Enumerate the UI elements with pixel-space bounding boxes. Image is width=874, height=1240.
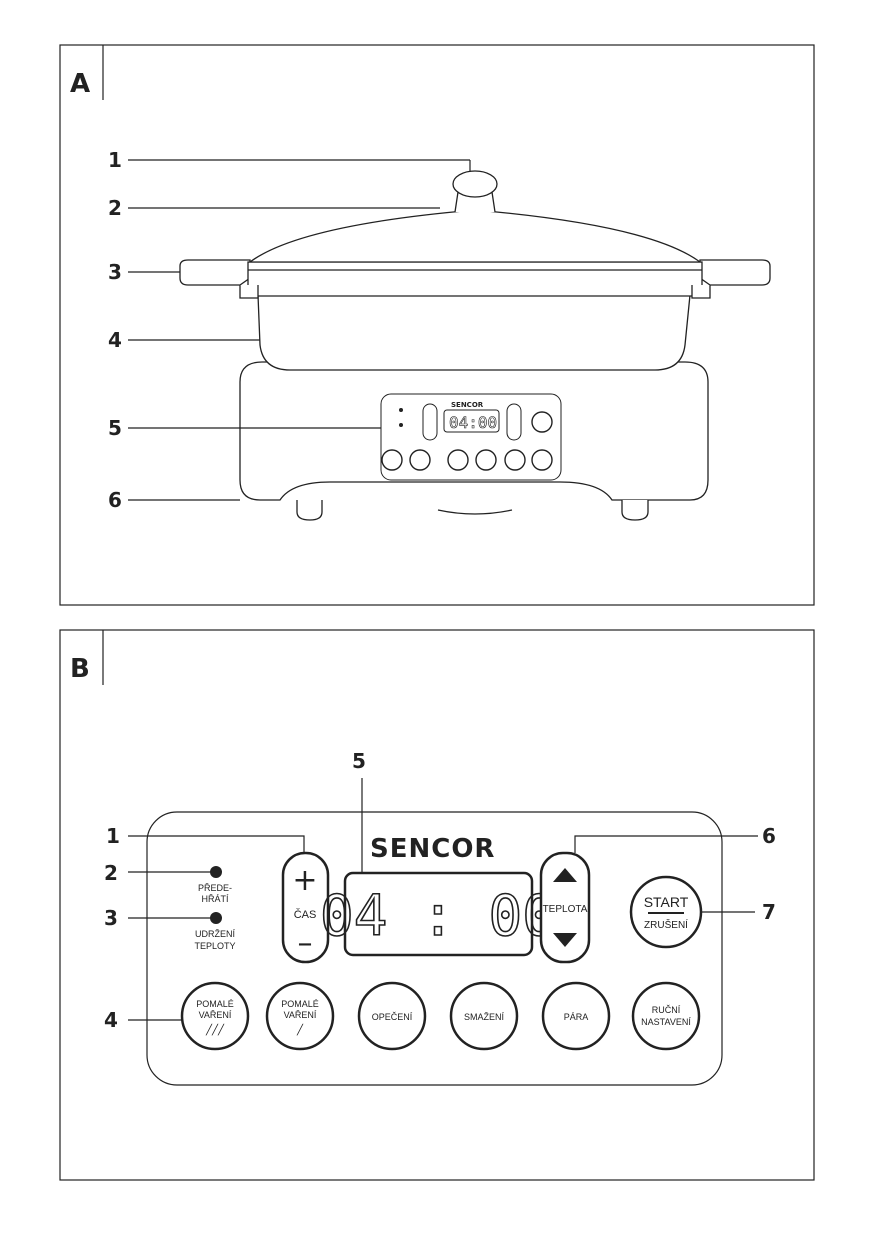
callouts-a: 1 2 3 4 5 6 [108,148,471,512]
panel-a: A SENCOR 04:00 [59,44,815,606]
label-panel-b-start-button-line2[interactable]: ZRUŠENÍ [644,918,688,931]
plus-icon[interactable]: + [292,863,317,898]
mini-brand: SENCOR [451,401,484,409]
time-label[interactable]: ČAS [294,908,317,921]
panel-b-label: B [70,654,90,684]
label-panel-b-program-buttons-4-line1[interactable]: PÁRA [564,1012,589,1022]
minus-icon[interactable]: – [298,926,313,961]
program-button-fry[interactable]: SMAŽENÍ [449,981,519,1051]
label-panel-b-callouts-0: 1 [106,824,120,848]
label-panel-b-indicators-1-line1: UDRŽENÍ [195,929,235,939]
keep-warm-led-icon [210,912,222,924]
label-panel-a-callouts-3: 4 [108,328,122,352]
up-arrow-icon[interactable] [553,868,577,882]
preheat-led-icon [210,866,222,878]
label-panel-a-callouts-2: 3 [108,260,122,284]
brand-logo: SENCOR [370,834,495,864]
low-heat-icon[interactable]: ╱ [296,1023,304,1036]
label-panel-b-callouts-2: 3 [104,906,118,930]
label-panel-b-program-buttons-5-line2[interactable]: NASTAVENÍ [641,1017,691,1027]
indicator-preheat: PŘEDE- HŘÁTÍ [198,866,232,904]
label-panel-b-indicators-1-line2: TEPLOTY [194,941,235,951]
label-panel-a-callouts-5: 6 [108,488,122,512]
temperature-label[interactable]: TEPLOTA [543,904,588,915]
time-display: 04 : 00 [319,871,557,957]
indicator-keep-warm: UDRŽENÍ TEPLOTY [194,912,236,951]
down-arrow-icon[interactable] [553,933,577,947]
label-panel-b-indicators-0-line2: HŘÁTÍ [202,894,229,904]
high-heat-icon[interactable]: ╱╱╱ [205,1023,225,1036]
label-panel-a-callouts-4: 5 [108,416,122,440]
label-panel-b-callouts-4: 5 [352,749,366,773]
label-panel-b-program-buttons-1-line1[interactable]: POMALÉ [281,999,319,1009]
panel-a-label: A [70,69,90,99]
label-panel-b-program-buttons-3-line1[interactable]: SMAŽENÍ [464,1012,505,1022]
label-panel-b-indicators-0-line1: PŘEDE- [198,883,232,893]
label-panel-a-callouts-0: 1 [108,148,122,172]
label-panel-b-callouts-3: 4 [104,1008,118,1032]
label-panel-b-program-buttons-2-line1[interactable]: OPEČENÍ [372,1012,413,1022]
label-panel-b-callouts-1: 2 [104,861,118,885]
temperature-button[interactable]: TEPLOTA [539,851,591,964]
mini-display: 04:00 [449,413,497,432]
label-panel-b-program-buttons-0-line2[interactable]: VAŘENÍ [199,1010,232,1020]
program-button-manual[interactable]: RUČNÍ NASTAVENÍ [631,981,701,1051]
label-panel-b-callouts-6: 7 [762,900,776,924]
program-button-steam[interactable]: PÁRA [541,981,611,1051]
program-button-roast[interactable]: OPEČENÍ [357,981,427,1051]
mini-control-panel: SENCOR 04:00 [380,393,562,481]
program-button-slow-low[interactable]: POMALÉ VAŘENÍ ╱ [265,981,335,1051]
label-panel-b-program-buttons-0-line1[interactable]: POMALÉ [196,999,234,1009]
time-button[interactable]: + ČAS – [281,851,330,964]
start-cancel-button[interactable]: START ZRUŠENÍ [629,875,703,949]
program-button-slow-high[interactable]: POMALÉ VAŘENÍ ╱╱╱ [180,981,250,1051]
panel-b: B SENCOR + ČAS – 04 : 00 TEPLOTA START Z [59,629,815,1181]
label-panel-b-start-button-line1[interactable]: START [644,894,689,910]
callouts-b: 1 2 3 4 5 6 7 [104,749,776,1032]
label-panel-b-program-buttons-1-line2[interactable]: VAŘENÍ [284,1010,317,1020]
display-value: 04 : 00 [320,884,556,949]
label-panel-b-callouts-5: 6 [762,824,776,848]
label-panel-a-callouts-1: 2 [108,196,122,220]
label-panel-b-program-buttons-5-line1[interactable]: RUČNÍ [652,1005,681,1015]
